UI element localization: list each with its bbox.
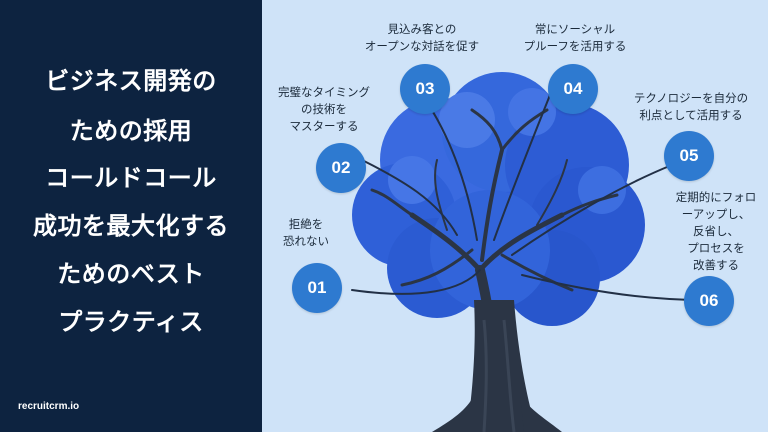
step-2-circle: 02 (316, 143, 366, 193)
step-6-label: 定期的にフォロ ーアップし、 反省し、 プロセスを 改善する (670, 189, 762, 274)
step-6-label-line-4: プロセスを (687, 241, 745, 255)
step-6-circle: 06 (684, 276, 734, 326)
title-line-1: ビジネス開発の (45, 67, 217, 95)
title-line-5: ためのベスト (57, 260, 205, 288)
step-3-label: 見込み客との オープンな対話を促す (352, 21, 492, 55)
step-2-label: 完璧なタイミング の技術を マスターする (268, 84, 380, 135)
step-2-label-line-2: の技術を (301, 102, 347, 116)
step-1-label-line-2: 恐れない (283, 234, 329, 248)
title-panel: ビジネス開発の ための採用 コールドコール 成功を最大化する ためのベスト プラ… (0, 0, 262, 432)
step-4-label-line-2: プルーフを活用する (523, 39, 627, 53)
step-1-label-line-1: 拒絶を (288, 217, 324, 231)
title-line-4: 成功を最大化する (33, 212, 229, 240)
step-2-label-line-1: 完璧なタイミング (278, 85, 370, 99)
step-6-label-line-1: 定期的にフォロ (675, 190, 757, 204)
step-6-label-line-5: 改善する (693, 258, 739, 272)
step-5-label-line-1: テクノロジーを自分の (633, 91, 749, 105)
brand-logo-text: recruitcrm.io (18, 401, 80, 412)
step-2-label-line-3: マスターする (289, 119, 359, 133)
tree-illustration (351, 72, 703, 432)
title-line-3: コールドコール (45, 164, 217, 192)
step-5-circle: 05 (664, 131, 714, 181)
title-line-2: ための採用 (69, 117, 193, 145)
title-line-6: プラクティス (58, 308, 204, 336)
step-6-label-line-3: 反省し、 (693, 224, 739, 238)
step-4-circle: 04 (548, 64, 598, 114)
step-5-label: テクノロジーを自分の 利点として活用する (620, 90, 762, 124)
step-5-label-line-2: 利点として活用する (639, 108, 743, 122)
step-4-label-line-1: 常にソーシャル (534, 22, 616, 36)
step-6-label-line-2: ーアップし、 (681, 207, 751, 221)
step-3-label-line-1: 見込み客との (387, 22, 457, 36)
step-3-circle: 03 (400, 64, 450, 114)
step-3-label-line-2: オープンな対話を促す (364, 39, 480, 53)
step-1-circle: 01 (292, 263, 342, 313)
tree-trunk (432, 300, 562, 432)
tree-panel: 01 02 03 04 05 06 拒絶を 恐れない 完璧なタイミング の技術を… (262, 0, 768, 432)
step-4-label: 常にソーシャル プルーフを活用する (510, 21, 640, 55)
step-1-label: 拒絶を 恐れない (276, 216, 336, 250)
